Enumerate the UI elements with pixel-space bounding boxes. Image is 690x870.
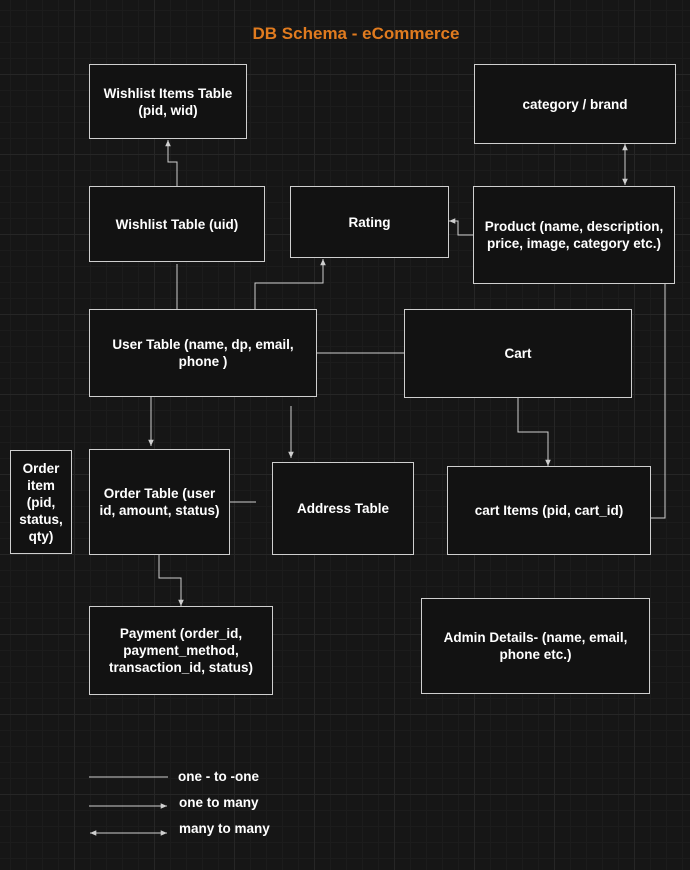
entity-order-item[interactable]: Order item (pid, status, qty) bbox=[10, 450, 72, 554]
legend-label-one-to-one: one - to -one bbox=[178, 769, 259, 784]
entity-cart[interactable]: Cart bbox=[404, 309, 632, 398]
legend-label-one-to-many: one to many bbox=[179, 795, 259, 810]
edge-product-rating bbox=[449, 218, 473, 236]
entity-admin[interactable]: Admin Details- (name, email, phone etc.) bbox=[421, 598, 650, 694]
legend-label-many-to-many: many to many bbox=[179, 821, 270, 836]
edge-order-payment bbox=[158, 555, 184, 606]
diagram-title: DB Schema - eCommerce bbox=[252, 24, 460, 43]
edge-cart-cartitems bbox=[517, 398, 551, 466]
entity-order[interactable]: Order Table (user id, amount, status) bbox=[89, 449, 230, 555]
edge-wishlist-wishlistitems bbox=[165, 140, 178, 186]
entity-wishlist[interactable]: Wishlist Table (uid) bbox=[89, 186, 265, 262]
entity-payment[interactable]: Payment (order_id, payment_method, trans… bbox=[89, 606, 273, 695]
edge-product-cartitems bbox=[651, 284, 666, 519]
entity-rating[interactable]: Rating bbox=[290, 186, 449, 258]
entity-product[interactable]: Product (name, description, price, image… bbox=[473, 186, 675, 284]
entity-address[interactable]: Address Table bbox=[272, 462, 414, 555]
entity-cart-items[interactable]: cart Items (pid, cart_id) bbox=[447, 466, 651, 555]
entity-wishlist-items[interactable]: Wishlist Items Table (pid, wid) bbox=[89, 64, 247, 139]
entity-user[interactable]: User Table (name, dp, email, phone ) bbox=[89, 309, 317, 397]
entity-category-brand[interactable]: category / brand bbox=[474, 64, 676, 144]
edge-user-rating bbox=[254, 259, 326, 309]
